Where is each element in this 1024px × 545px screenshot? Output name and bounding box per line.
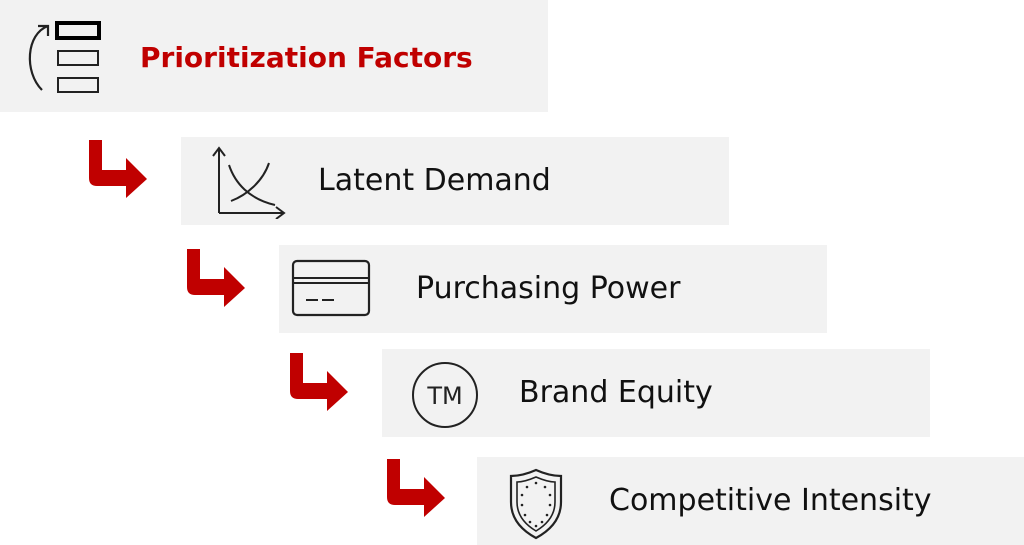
prioritize-list-icon — [28, 21, 101, 93]
header-title: Prioritization Factors — [140, 41, 473, 74]
arrow-shape — [290, 353, 348, 411]
svg-text:TM: TM — [426, 382, 462, 410]
arrow-shape — [89, 140, 147, 198]
elbow-arrow-icon — [187, 249, 245, 307]
elbow-arrow-icon — [89, 140, 147, 198]
step-box-competitive-intensity — [477, 457, 1024, 545]
arrow-shape — [387, 459, 445, 517]
demand-curve-icon — [212, 146, 286, 219]
step-box-latent-demand — [181, 137, 729, 225]
elbow-arrow-icon — [290, 353, 348, 411]
step-label-purchasing-power: Purchasing Power — [416, 271, 681, 306]
step-box-brand-equity — [382, 349, 930, 437]
trademark-icon: TM — [412, 362, 478, 428]
step-label-brand-equity: Brand Equity — [519, 375, 713, 410]
elbow-arrow-icon — [387, 459, 445, 517]
step-box-purchasing-power — [279, 245, 827, 333]
credit-card-icon — [291, 259, 371, 317]
step-label-latent-demand: Latent Demand — [318, 163, 551, 198]
step-label-competitive-intensity: Competitive Intensity — [609, 483, 932, 518]
shield-icon — [509, 468, 563, 540]
header-box — [0, 0, 548, 112]
arrow-shape — [187, 249, 245, 307]
